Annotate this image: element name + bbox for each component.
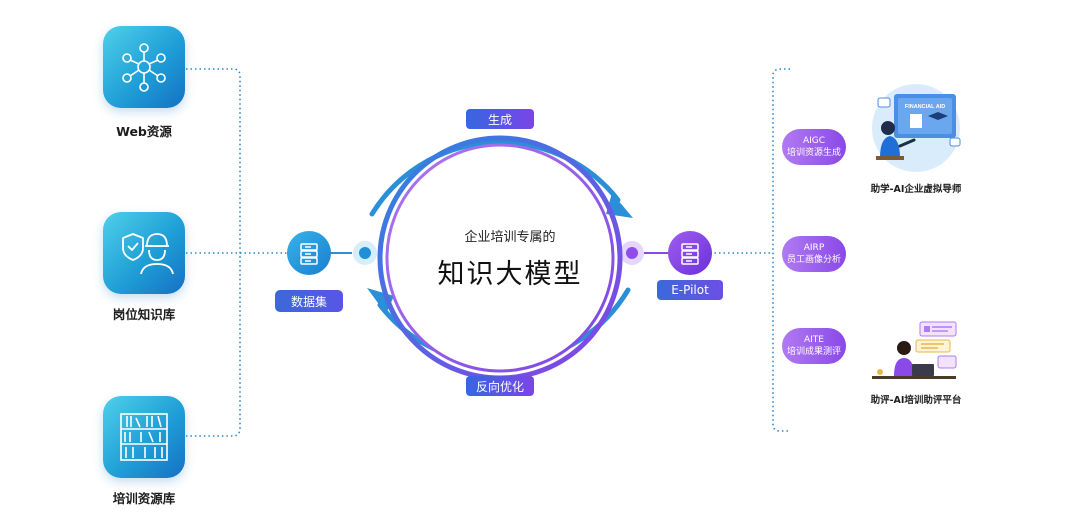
right-dotted-bracket: [710, 68, 790, 432]
database-icon: [681, 243, 699, 265]
dataset-ring-connector: [327, 241, 377, 265]
capability-aigc: AIGC 培训资源生成: [782, 129, 846, 165]
capability-desc: 培训成果测评: [786, 347, 841, 357]
capability-code: AITE: [804, 335, 824, 345]
cycle-top-label: 生成: [466, 109, 534, 129]
capability-desc: 员工画像分析: [786, 255, 841, 265]
source-label-web: Web资源: [116, 124, 172, 139]
capability-airp: AIRP 员工画像分析: [782, 236, 846, 272]
cycle-bottom-label: 反向优化: [466, 376, 534, 396]
financial-aid-badge: FINANCIAL AID: [905, 104, 945, 110]
epilot-node: [668, 231, 712, 275]
capability-code: AIGC: [802, 136, 826, 146]
network-people-icon: [122, 43, 166, 92]
source-label-job-knowledge: 岗位知识库: [112, 307, 176, 322]
database-icon: [300, 243, 318, 265]
capability-desc: 培训资源生成: [786, 148, 841, 158]
assessment-platform-illustration: [872, 321, 957, 379]
source-tile-training: [103, 396, 185, 478]
dataset-label: 数据集: [275, 290, 343, 312]
epilot-ring-connector: [620, 241, 668, 265]
output-label-virtual-tutor: 助学-AI企业虚拟导师: [870, 184, 962, 195]
virtual-tutor-illustration: FINANCIAL AID: [872, 84, 961, 172]
center-subtitle: 企业培训专属的: [464, 230, 556, 245]
bookshelf-icon: [120, 413, 168, 461]
source-tile-job-knowledge: [103, 212, 185, 294]
source-label-training: 培训资源库: [112, 491, 176, 506]
epilot-label: E-Pilot: [657, 280, 723, 300]
center-title: 知识大模型: [437, 259, 583, 290]
dataset-node: [287, 231, 331, 275]
left-dotted-bracket: [186, 68, 288, 437]
source-tile-web: [103, 26, 185, 108]
output-label-assessment-platform: 助评-AI培训助评平台: [870, 395, 962, 406]
worker-shield-icon: [122, 233, 174, 275]
center-ring-inner: [385, 143, 615, 373]
capability-aite: AITE 培训成果测评: [782, 328, 846, 364]
capability-code: AIRP: [803, 243, 825, 253]
